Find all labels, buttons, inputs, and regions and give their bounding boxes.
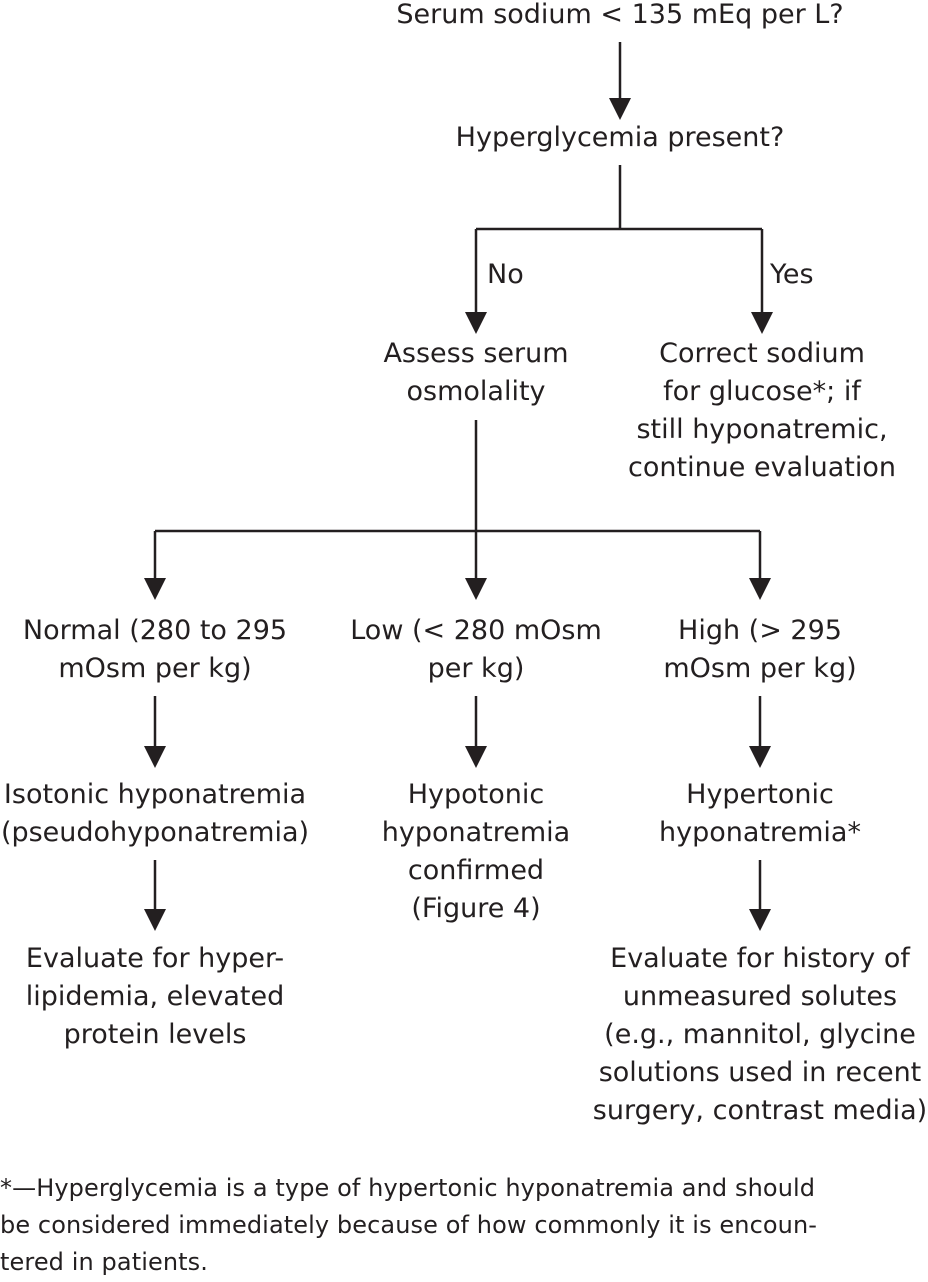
arrowhead <box>144 909 166 931</box>
node-high-osmolality: High (> 295 mOsm per kg) <box>663 615 857 684</box>
node-serum-sodium-question: Serum sodium < 135 mEq per L? <box>396 0 844 30</box>
arrowhead <box>144 578 166 600</box>
node-evaluate-hyperlipidemia: Evaluate for hyper- lipidemia, elevated … <box>25 943 285 1050</box>
arrowhead <box>465 578 487 600</box>
node-hypotonic-hyponatremia: Hypotonic hyponatremia confirmed (Figure… <box>381 779 571 924</box>
node-isotonic-hyponatremia: Isotonic hyponatremia (pseudohyponatremi… <box>0 779 310 848</box>
arrowhead <box>465 312 487 334</box>
arrowhead <box>749 909 771 931</box>
node-low-osmolality: Low (< 280 mOsm per kg) <box>350 615 602 684</box>
node-correct-sodium: Correct sodium for glucose*; if still hy… <box>628 338 896 483</box>
edge-label-no: No <box>487 259 524 290</box>
node-evaluate-unmeasured-solutes: Evaluate for history of unmeasured solut… <box>592 943 928 1126</box>
arrowhead <box>749 578 771 600</box>
node-assess-serum-osmolality: Assess serum osmolality <box>383 338 569 407</box>
arrowhead <box>751 312 773 334</box>
edge-label-yes: Yes <box>770 259 814 290</box>
node-hyperglycemia-question: Hyperglycemia present? <box>455 122 785 153</box>
arrowhead <box>144 746 166 768</box>
arrowhead <box>749 746 771 768</box>
node-hypertonic-hyponatremia: Hypertonic hyponatremia* <box>659 779 861 848</box>
node-normal-osmolality: Normal (280 to 295 mOsm per kg) <box>22 615 288 684</box>
arrowhead <box>465 746 487 768</box>
footnote: *—Hyperglycemia is a type of hypertonic … <box>0 1174 818 1276</box>
arrowhead <box>609 98 631 120</box>
